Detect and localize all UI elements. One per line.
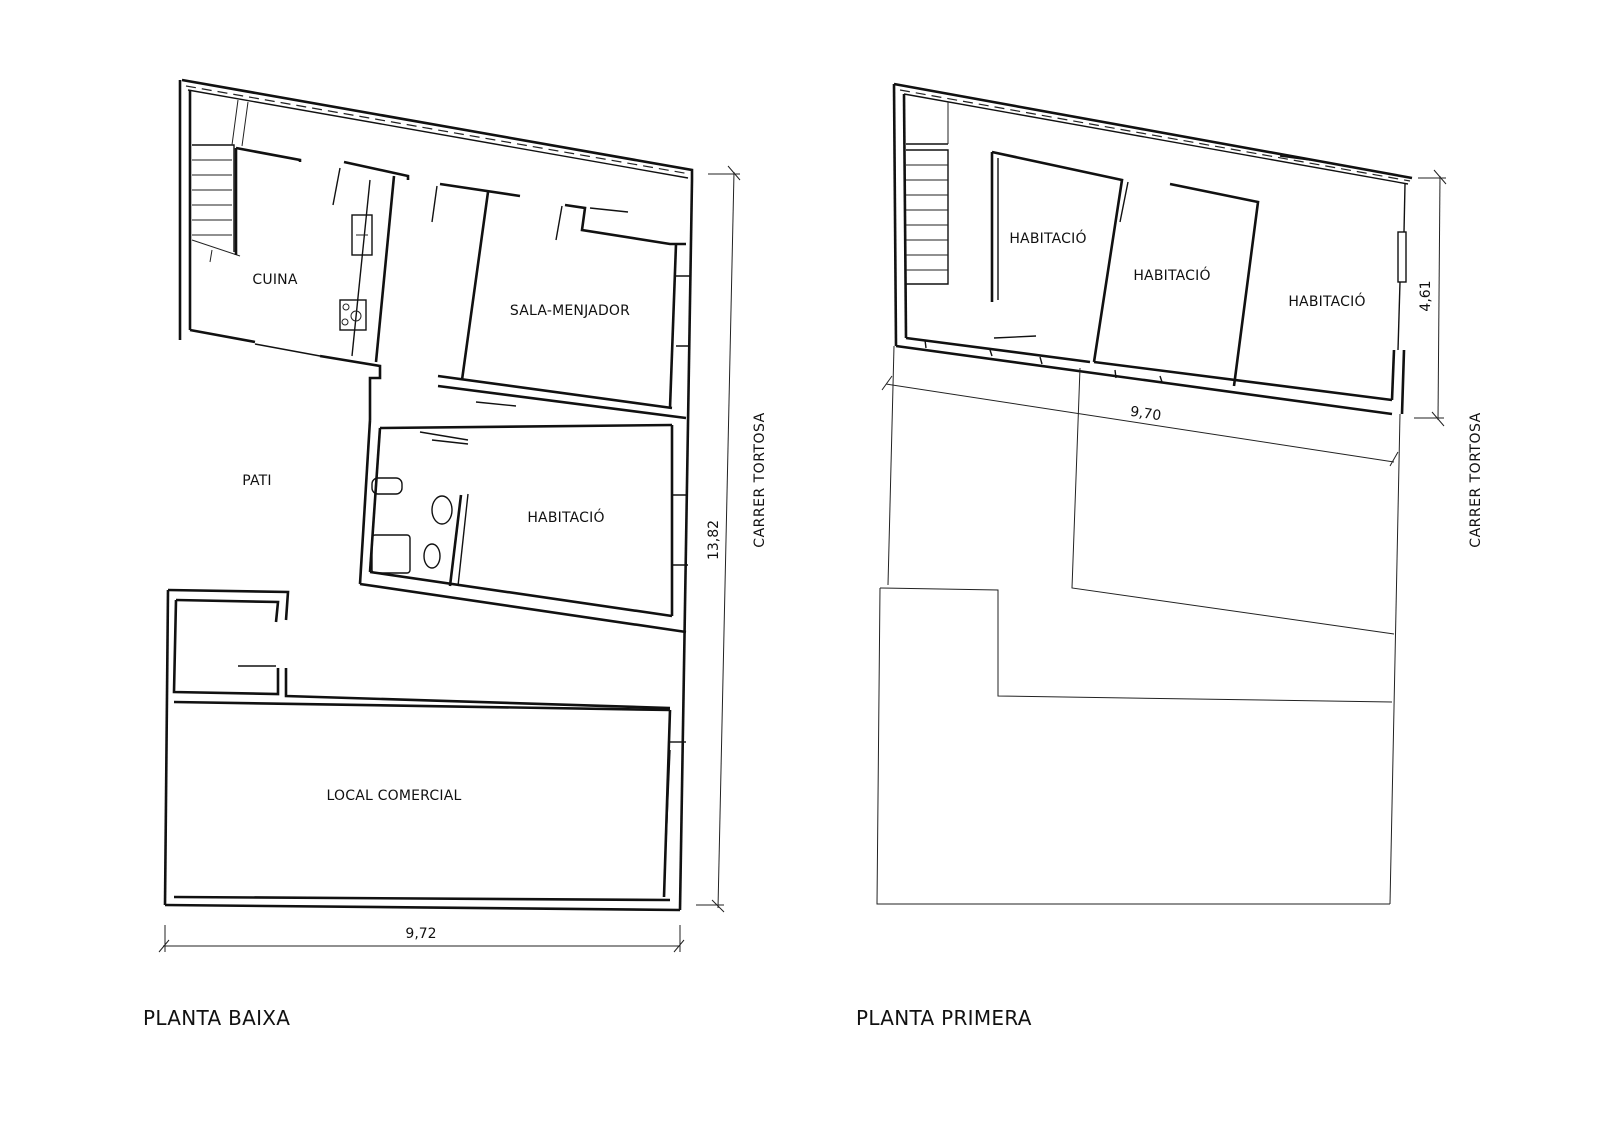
- first-floor-depth-dimension: 4,61: [1414, 169, 1447, 427]
- street-label-first: CARRER TORTOSA: [1468, 412, 1484, 547]
- first-floor-stair: [906, 102, 949, 285]
- ground-floor-stair: [191, 99, 249, 263]
- ground-floor-title: PLANTA BAIXA: [143, 1006, 291, 1030]
- patio-storage-walls: [163, 588, 686, 906]
- bath-bedroom-walls: [358, 401, 688, 634]
- dimension-depth-label-first: 4,61: [1418, 280, 1434, 311]
- ground-floor-width-dimension: 9,72: [158, 925, 685, 953]
- kitchen-walls: [189, 146, 410, 420]
- street-label-ground: CARRER TORTOSA: [752, 412, 768, 547]
- first-floor-outer-walls: [892, 82, 1413, 416]
- room-label-habitacio-2: HABITACIÓ: [1133, 266, 1210, 284]
- first-floor-bedroom-walls: [990, 150, 1260, 387]
- dimension-width-label-first: 9,70: [1129, 404, 1162, 425]
- first-floor-plan: HABITACIÓ HABITACIÓ HABITACIÓ 9,70 4,61 …: [876, 82, 1484, 905]
- living-room-walls: [431, 182, 690, 420]
- dimension-depth-label: 13,82: [706, 520, 722, 560]
- ground-floor-outer-walls: [164, 78, 694, 912]
- first-floor-width-dimension: 9,70: [881, 375, 1399, 467]
- room-label-habitacio: HABITACIÓ: [527, 508, 604, 526]
- room-label-sala-menjador: SALA-MENJADOR: [510, 303, 630, 319]
- room-label-habitacio-3: HABITACIÓ: [1288, 292, 1365, 310]
- room-label-habitacio-1: HABITACIÓ: [1009, 229, 1086, 247]
- room-label-cuina: CUINA: [252, 272, 297, 288]
- ground-floor-depth-dimension: 13,82: [696, 165, 741, 913]
- room-label-pati: PATI: [242, 473, 272, 489]
- dimension-width-label: 9,72: [405, 926, 436, 942]
- ground-floor-footprint-outline: [876, 345, 1401, 905]
- ground-floor-plan: CUINA SALA-MENJADOR HABITACIÓ PATI LOCAL…: [158, 78, 768, 953]
- first-floor-title: PLANTA PRIMERA: [856, 1006, 1032, 1030]
- room-label-local-comercial: LOCAL COMERCIAL: [327, 788, 462, 804]
